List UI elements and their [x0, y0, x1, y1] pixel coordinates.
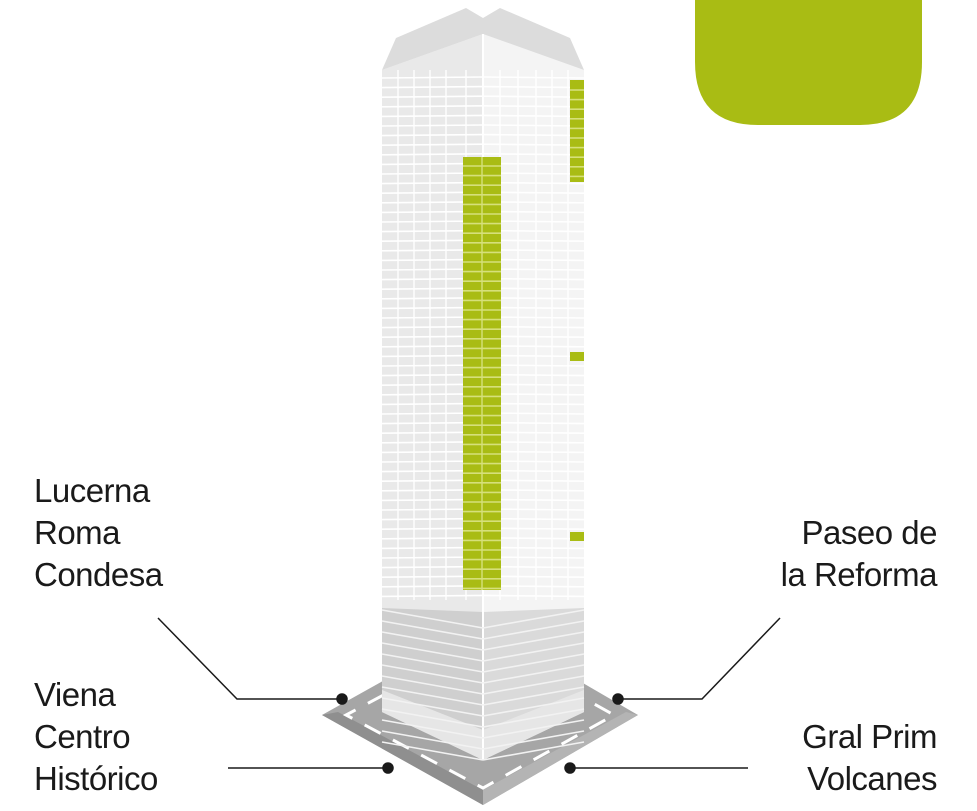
callout-line-reforma [618, 617, 781, 700]
window-line [381, 143, 484, 146]
window-line [381, 133, 484, 137]
label-line: Gral Prim [802, 718, 937, 755]
window-line [381, 730, 484, 750]
window-line [482, 143, 585, 146]
label-line: Volcanes [807, 760, 937, 797]
window-line [482, 741, 585, 761]
tower [381, 8, 585, 761]
window-line [482, 730, 585, 750]
window-line [381, 153, 484, 156]
label-line: Histórico [34, 760, 158, 797]
window-line [482, 642, 585, 662]
window-line [381, 594, 484, 598]
window-line [482, 675, 585, 695]
window-line [482, 719, 585, 739]
label-paseo-de-la-reforma: Paseo de la Reforma [780, 512, 938, 596]
window-line [482, 631, 585, 651]
window-line [381, 114, 484, 118]
window-line [381, 620, 484, 640]
callout-lines [157, 617, 781, 774]
green-window-lines [463, 89, 584, 590]
window-line [381, 631, 484, 651]
green-accent-mid-right [570, 352, 584, 361]
window-line [381, 653, 484, 673]
window-line [381, 95, 484, 98]
window-line [381, 642, 484, 662]
window-line [381, 105, 484, 108]
window-line [482, 95, 585, 98]
window-line [482, 697, 585, 717]
tower-crown [382, 8, 584, 70]
tower-left-face [382, 34, 483, 760]
label-line: Roma [34, 514, 121, 551]
tower-right-face [483, 34, 584, 760]
window-line [482, 620, 585, 640]
window-line [381, 85, 484, 89]
window-line [482, 708, 585, 728]
window-line [381, 609, 484, 629]
label-line: la Reforma [780, 556, 938, 593]
window-line [381, 697, 484, 717]
window-line [482, 85, 585, 89]
label-line: Viena [34, 676, 116, 713]
window-line [482, 653, 585, 673]
window-line [381, 664, 484, 684]
window-line [381, 76, 484, 79]
label-viena-centro-historico: Viena Centro Histórico [34, 674, 158, 800]
window-line [482, 153, 585, 156]
window-line [482, 594, 585, 598]
callout-line-lucerna [157, 617, 342, 700]
window-line [381, 741, 484, 761]
green-accent-low-right [570, 532, 584, 541]
window-line [482, 664, 585, 684]
window-line [482, 105, 585, 108]
window-line [381, 708, 484, 728]
label-line: Centro [34, 718, 131, 755]
window-line [482, 114, 585, 118]
window-line [482, 686, 585, 706]
label-line: Condesa [34, 556, 163, 593]
label-line: Paseo de [801, 514, 938, 551]
window-line [482, 124, 585, 127]
label-lucerna-roma-condesa: Lucerna Roma Condesa [34, 470, 163, 596]
label-gral-prim-volcanes: Gral Prim Volcanes [802, 716, 937, 800]
window-line [381, 686, 484, 706]
window-line [482, 133, 585, 137]
label-line: Lucerna [34, 472, 150, 509]
window-line [482, 76, 585, 79]
accent-corner-badge [695, 0, 922, 125]
window-line [381, 719, 484, 739]
window-line [381, 675, 484, 695]
window-line [482, 609, 585, 629]
window-line [381, 124, 484, 127]
